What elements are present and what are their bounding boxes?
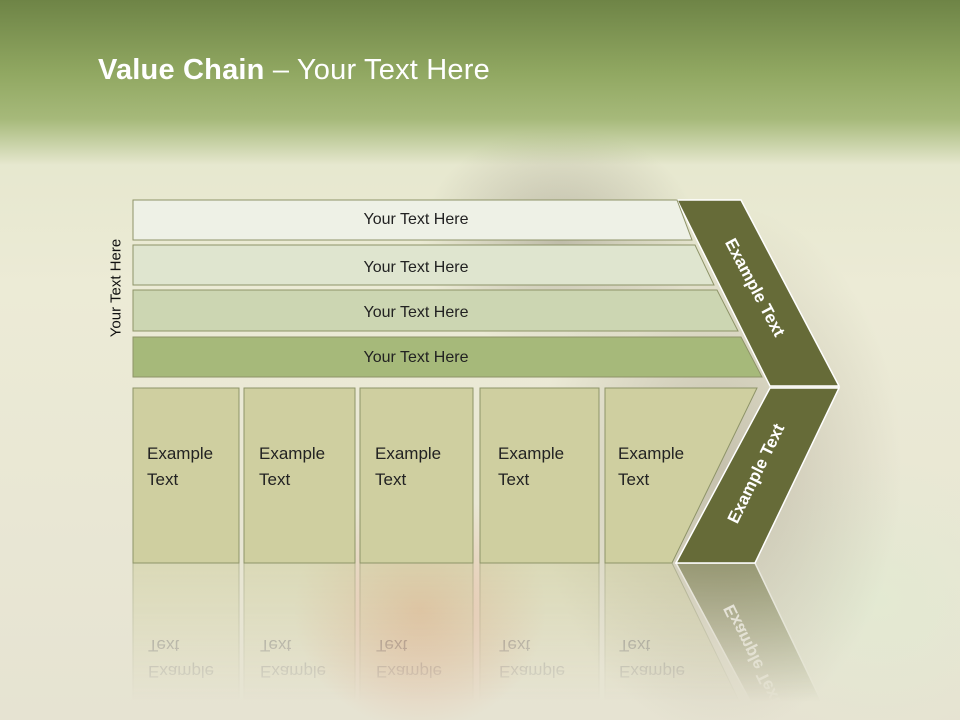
- slide-title: Value Chain – Your Text Here: [98, 54, 490, 87]
- reflection-column-text: Text: [260, 636, 291, 655]
- reflection-column: [132, 562, 240, 720]
- reflection-column-text: Text: [148, 636, 179, 655]
- column-2-line2: Text: [259, 470, 290, 489]
- column-5: [604, 387, 758, 564]
- reflection-column-text: Text: [376, 636, 407, 655]
- column-2: [243, 387, 356, 564]
- bar-3-label: Your Text Here: [364, 304, 469, 321]
- arrow-upper: [675, 199, 841, 387]
- column-3-line1: Example: [375, 444, 441, 463]
- column-2-line1: Example: [259, 444, 325, 463]
- column-3: [359, 387, 474, 564]
- reflection-column: [479, 562, 600, 720]
- diagram-reflection: Example Text Example Text Example Text E…: [132, 562, 832, 720]
- reflection-column-text: Text: [619, 636, 650, 655]
- column-5-line2: Text: [618, 470, 649, 489]
- bar-3: [132, 289, 739, 332]
- reflection-column: [359, 562, 474, 720]
- bar-4: [132, 336, 763, 378]
- bar-1: [132, 199, 693, 241]
- title-rest: – Your Text Here: [264, 54, 490, 86]
- column-5-line1: Example: [618, 444, 684, 463]
- bar-1-label: Your Text Here: [364, 211, 469, 228]
- column-1-line1: Example: [147, 444, 213, 463]
- arrow-lower: [674, 387, 841, 564]
- reflection-column-text: Example: [499, 662, 565, 681]
- reflection-column-text: Example: [260, 662, 326, 681]
- reflection-column: [243, 562, 356, 720]
- title-band: [0, 0, 960, 165]
- column-1-line2: Text: [147, 470, 178, 489]
- column-4-line1: Example: [498, 444, 564, 463]
- bar-2-label: Your Text Here: [364, 259, 469, 276]
- column-4-line2: Text: [498, 470, 529, 489]
- title-bold: Value Chain: [98, 54, 265, 86]
- reflection-column-text: Example: [376, 662, 442, 681]
- column-1: [132, 387, 240, 564]
- reflection-column-text: Example: [619, 662, 685, 681]
- reflection-column-text: Example: [148, 662, 214, 681]
- column-4: [479, 387, 600, 564]
- bar-2: [132, 244, 715, 286]
- column-3-line2: Text: [375, 470, 406, 489]
- bar-4-label: Your Text Here: [364, 349, 469, 366]
- reflection-column-text: Text: [499, 636, 530, 655]
